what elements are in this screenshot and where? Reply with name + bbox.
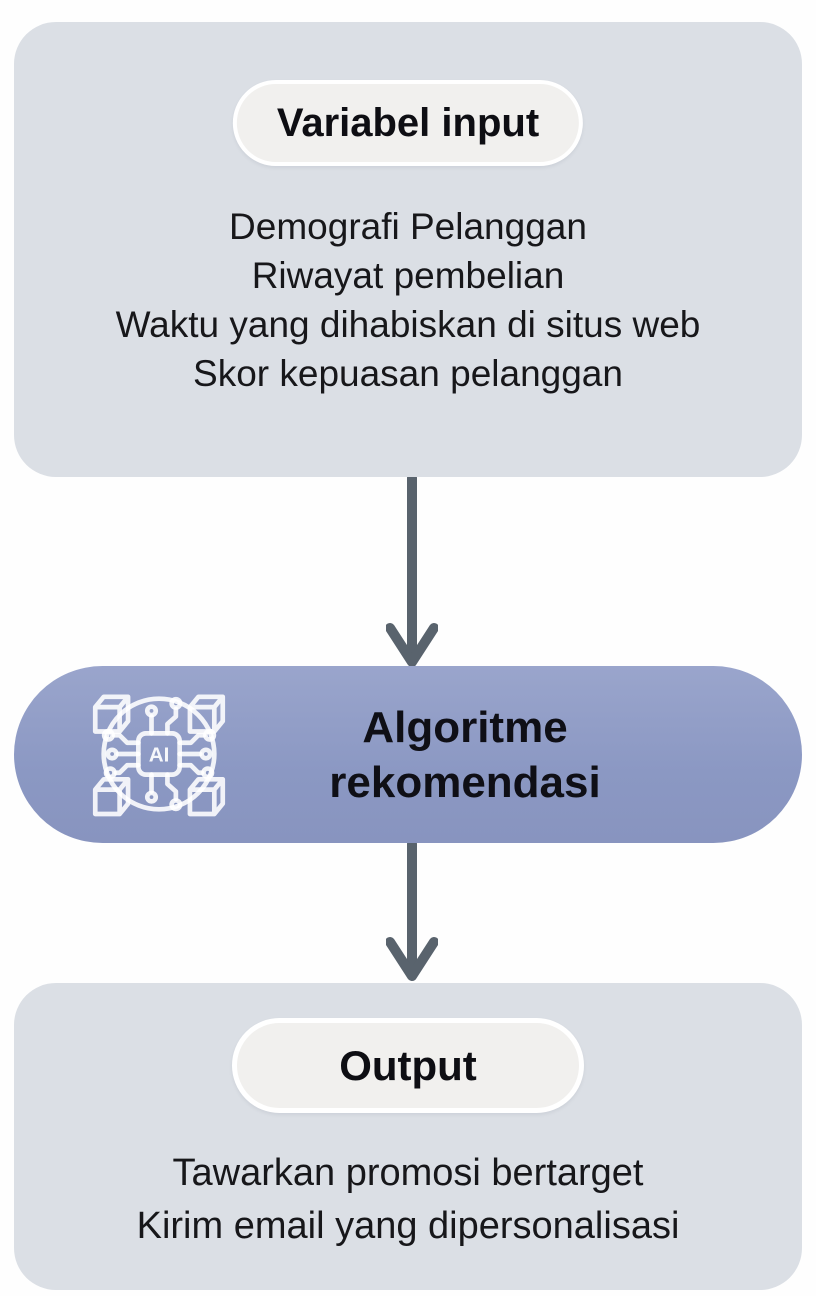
input-item-purchase-history: Riwayat pembelian bbox=[251, 255, 565, 296]
process-label-line-1: Algoritme bbox=[362, 702, 568, 752]
recommendation-algorithm-label: Algoritme rekomendasi bbox=[205, 666, 725, 843]
process-label-line-2: rekomendasi bbox=[329, 757, 601, 807]
output-box: Output Tawarkan promosi bertarget Kirim … bbox=[14, 983, 802, 1290]
cube-top-left bbox=[92, 694, 131, 734]
input-variables-title: Variabel input bbox=[276, 100, 540, 145]
down-arrow-icon bbox=[386, 477, 438, 667]
input-variables-pill: Variabel input bbox=[232, 80, 584, 166]
ai-chip-label: AI bbox=[149, 744, 170, 767]
input-item-satisfaction-score: Skor kepuasan pelanggan bbox=[193, 353, 623, 394]
ai-chip-circuit-icon: AI bbox=[92, 694, 226, 817]
input-variables-box: Variabel input Demografi Pelanggan Riway… bbox=[14, 22, 802, 477]
cube-bottom-left bbox=[92, 776, 131, 817]
output-item-targeted-promotions: Tawarkan promosi bertarget bbox=[172, 1152, 644, 1194]
output-item-personalized-emails: Kirim email yang dipersonalisasi bbox=[136, 1205, 680, 1247]
down-arrow-icon bbox=[386, 843, 438, 981]
recommendation-algorithm-pill: AI Algoritme rekomendasi bbox=[14, 666, 802, 843]
cube-bottom-right bbox=[187, 776, 226, 817]
input-item-demographics: Demografi Pelanggan bbox=[229, 206, 587, 247]
output-list: Tawarkan promosi bertarget Kirim email y… bbox=[14, 1147, 802, 1253]
input-item-time-on-site: Waktu yang dihabiskan di situs web bbox=[115, 304, 701, 345]
output-pill: Output bbox=[232, 1018, 584, 1113]
input-variables-list: Demografi Pelanggan Riwayat pembelian Wa… bbox=[14, 202, 802, 398]
output-title: Output bbox=[339, 1041, 477, 1089]
